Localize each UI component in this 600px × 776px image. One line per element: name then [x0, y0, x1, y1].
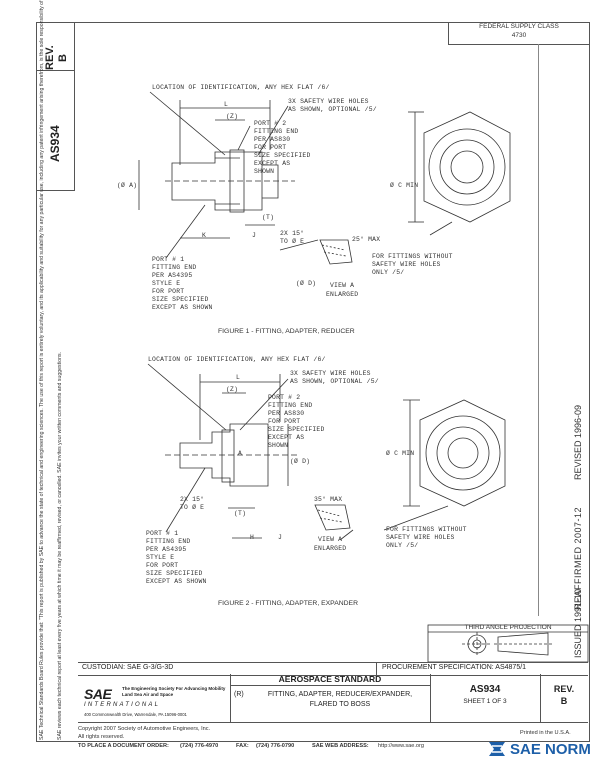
fsc-number: 4730: [511, 32, 527, 39]
sae-logo-cell: SAE The Engineering Society For Advancin…: [78, 674, 231, 722]
fig1-dim-j: J: [252, 232, 257, 239]
fig1-fitting-body: [171, 151, 263, 211]
fig2-dim-a: A: [238, 450, 243, 457]
fax-number: (724) 776-0790: [256, 743, 295, 749]
fig1-dim-k: K: [202, 232, 207, 239]
fig2-dim-t: (T): [234, 510, 247, 517]
order-tel: (724) 776-4970: [180, 743, 219, 749]
federal-supply-class-box: FEDERAL SUPPLY CLASS 4730: [448, 22, 589, 45]
fig2-dim-z: (Z): [226, 386, 239, 393]
fig2-fitting-body: [179, 423, 269, 487]
sheet-frame: [36, 22, 590, 742]
fig1-safety-wire-1: 3X SAFETY WIRE HOLES: [288, 98, 369, 105]
custodian-bar: CUSTODIAN: SAE G-3/G-3D PROCUREMENT SPEC…: [78, 662, 588, 676]
fig1-enlarged: ENLARGED: [326, 291, 359, 298]
figure2-caption: FIGURE 2 - FITTING, ADAPTER, EXPANDER: [218, 600, 358, 607]
fig2-enlarged: ENLARGED: [314, 545, 347, 552]
sae-norm-logo-icon: [486, 738, 508, 760]
rev-side-box: [36, 22, 75, 191]
doc-number: AS934: [469, 684, 501, 695]
rev-label-block: REV.: [553, 684, 575, 694]
fig2-safety-wire-1: 3X SAFETY WIRE HOLES: [290, 370, 371, 377]
projection-label: THIRD ANGLE PROJECTION: [464, 624, 552, 631]
sae-logo: SAE: [84, 686, 112, 702]
fig2-max-angle: 35° MAX: [314, 496, 343, 503]
doc-cell: AS934 SHEET 1 OF 3: [430, 674, 541, 722]
aerospace-standard: AEROSPACE STANDARD: [230, 674, 430, 686]
fig1-location-label: LOCATION OF IDENTIFICATION, ANY HEX FLAT…: [152, 84, 330, 91]
fig2-angle: 2X 15°: [180, 496, 205, 503]
fig2-dim-l: L: [236, 374, 241, 381]
rights: All rights reserved.: [78, 734, 125, 740]
fig2-dim-d: (Ø D): [290, 458, 311, 465]
sae-international: INTERNATIONAL: [84, 702, 161, 708]
sae-tagline: The Engineering Society For Advancing Mo…: [122, 686, 226, 697]
title-block: SAE The Engineering Society For Advancin…: [78, 674, 588, 723]
fig2-angle-to: TO Ø E: [180, 504, 205, 511]
fig1-angle-to: TO Ø E: [280, 238, 305, 245]
fig2-dim-j: J: [278, 534, 283, 541]
figure1-body: [138, 91, 511, 265]
title-line2: FLARED TO BOSS: [309, 701, 371, 708]
fig1-dim-z: (Z): [226, 113, 239, 120]
figure2-body: [147, 363, 506, 541]
sae-address: 400 Commonwealth Drive, Warrendale, PA 1…: [84, 712, 187, 717]
fig2-location-label: LOCATION OF IDENTIFICATION, ANY HEX FLAT…: [148, 356, 326, 363]
fig2-dim-c: Ø C MIN: [386, 450, 415, 457]
sheet-number: SHEET 1 OF 3: [463, 698, 507, 705]
reaffirm-mark: (R): [234, 691, 244, 698]
fig2-dim-h: H: [250, 534, 255, 541]
fig1-safety-wire-2: AS SHOWN, OPTIONAL /5/: [288, 106, 377, 113]
fig1-view-a: VIEW A: [330, 282, 355, 289]
watermark-text: SAE NORM: [510, 741, 591, 758]
fig1-max-angle: 25° MAX: [352, 236, 381, 243]
divider: [36, 70, 74, 71]
web-link[interactable]: http://www.sae.org: [378, 743, 425, 749]
figure1-caption: FIGURE 1 - FITTING, ADAPTER, REDUCER: [218, 328, 355, 335]
procurement-spec: PROCUREMENT SPECIFICATION: AS4875/1: [382, 664, 527, 671]
printed: Printed in the U.S.A.: [520, 730, 571, 736]
copyright: Copyright 2007 Society of Automotive Eng…: [78, 726, 211, 732]
fig1-dim-l: L: [224, 101, 229, 108]
custodian: CUSTODIAN: SAE G-3/G-3D: [82, 664, 174, 671]
fax-label: FAX:: [236, 743, 249, 749]
order-label: TO PLACE A DOCUMENT ORDER:: [78, 743, 169, 749]
fig2-safety-wire-2: AS SHOWN, OPTIONAL /5/: [290, 378, 379, 385]
fig1-dim-a: (Ø A): [117, 182, 138, 189]
date-strip-divider: [538, 44, 539, 616]
fig1-dim-c: Ø C MIN: [390, 182, 419, 189]
fig1-dim-t: (T): [262, 214, 275, 221]
rev-value-block: B: [560, 696, 568, 706]
web-label: SAE WEB ADDRESS:: [312, 743, 369, 749]
fig1-dim-d: (Ø D): [296, 280, 317, 287]
title-line1: FITTING, ADAPTER, REDUCER/EXPANDER,: [267, 691, 413, 698]
fig2-view-a: VIEW A: [318, 536, 343, 543]
fsc-label: FEDERAL SUPPLY CLASS: [479, 23, 559, 30]
fig1-angle: 2X 15°: [280, 230, 305, 237]
title-cell: AEROSPACE STANDARD (R) FITTING, ADAPTER,…: [230, 674, 431, 722]
rev-cell: REV. B: [540, 674, 588, 722]
